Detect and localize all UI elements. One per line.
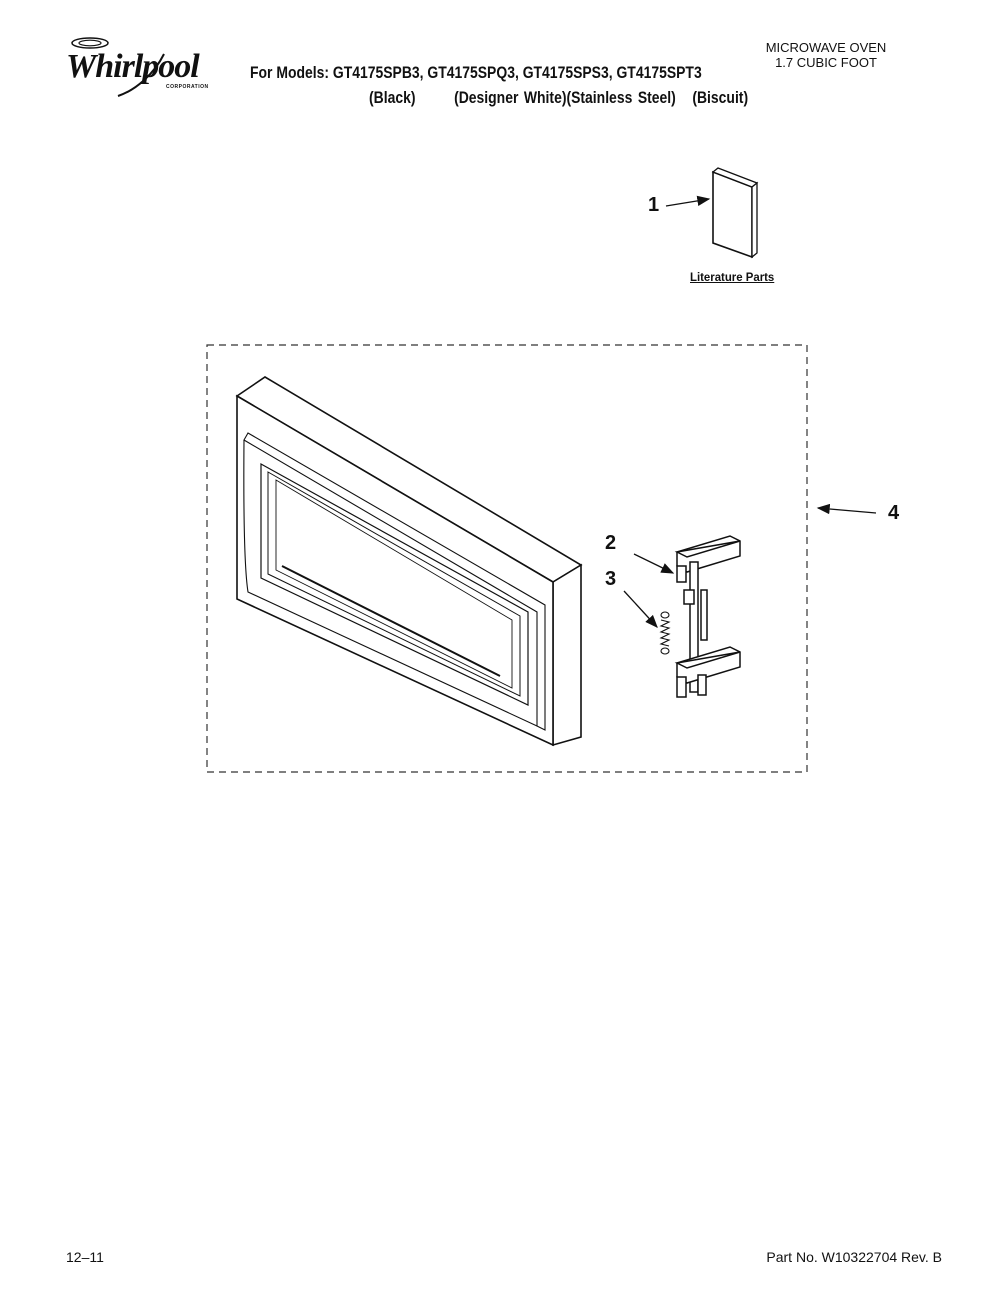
callout-2: 2 bbox=[605, 532, 617, 554]
brand-corporation: CORPORATION bbox=[166, 84, 209, 90]
brand-name: Whirlpool bbox=[66, 48, 200, 85]
finish-stainless-steel: (Stainless Steel) bbox=[566, 88, 676, 107]
leader-line-3 bbox=[623, 590, 658, 628]
leader-line-4 bbox=[816, 503, 877, 515]
leader-line-1 bbox=[665, 195, 711, 207]
callout-3: 3 bbox=[605, 568, 617, 590]
callout-4: 4 bbox=[888, 502, 900, 524]
callout-1: 1 bbox=[648, 194, 660, 216]
latch-hook-assembly bbox=[674, 535, 741, 698]
literature-booklet bbox=[711, 167, 759, 259]
part-number: Part No. W10322704 Rev. B bbox=[766, 1249, 942, 1265]
whirlpool-logo: Whirlpool CORPORATION bbox=[66, 34, 226, 98]
door-frame bbox=[235, 376, 583, 747]
product-capacity: 1.7 CUBIC FOOT bbox=[775, 55, 877, 70]
finish-black: (Black) bbox=[369, 88, 416, 107]
logo-swirl-icon bbox=[71, 37, 165, 97]
revision-date: 12–11 bbox=[66, 1249, 104, 1265]
product-type: MICROWAVE OVEN bbox=[765, 40, 887, 55]
product-description: MICROWAVE OVEN 1.7 CUBIC FOOT bbox=[726, 40, 926, 70]
finishes-line: (Black) (Designer White)(Stainless Steel… bbox=[369, 88, 748, 108]
coil-spring bbox=[659, 611, 671, 655]
door-assembly-box bbox=[206, 344, 808, 773]
literature-parts-label: Literature Parts bbox=[690, 270, 775, 284]
models-line: For Models: GT4175SPB3, GT4175SPQ3, GT41… bbox=[250, 63, 702, 82]
leader-line-2 bbox=[633, 553, 675, 574]
finish-biscuit: (Biscuit) bbox=[692, 88, 749, 107]
finish-designer-white: (Designer White) bbox=[454, 88, 567, 107]
